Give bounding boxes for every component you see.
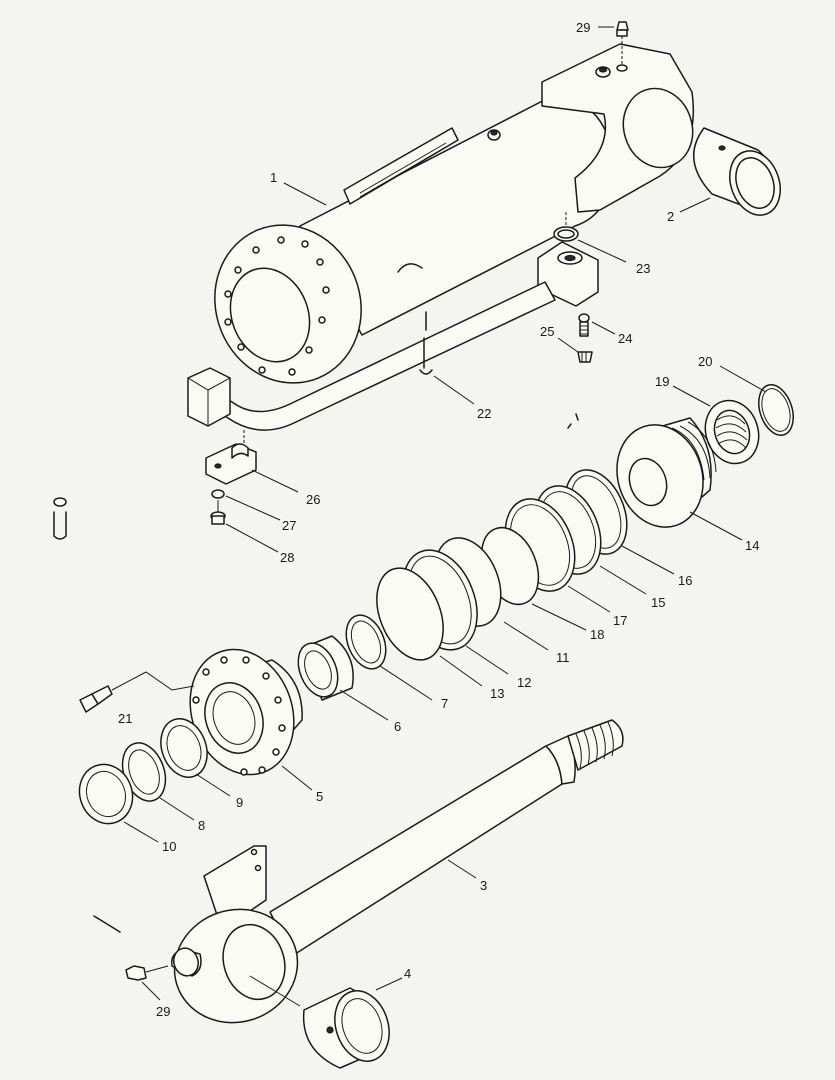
grease-nipple-top: [598, 21, 629, 72]
callout-15: 15: [651, 595, 665, 610]
clevis-bushing: [679, 127, 781, 216]
callout-labels: 29 1 2 23 24 25 22 20 19 26 27 28 14 16 …: [118, 20, 759, 1019]
callout-6: 6: [394, 719, 401, 734]
bolt-21: [79, 671, 195, 713]
callout-7: 7: [441, 696, 448, 711]
bolt-28: [210, 500, 279, 553]
callout-10: 10: [162, 839, 176, 854]
callout-2: 2: [667, 209, 674, 224]
pipe-clamp-26: [205, 430, 299, 493]
callout-17: 17: [613, 613, 627, 628]
callout-26: 26: [306, 492, 320, 507]
clip-25: [557, 337, 593, 363]
callout-20: 20: [698, 354, 712, 369]
callout-22: 22: [477, 406, 491, 421]
bolt-24: [578, 313, 616, 337]
callout-9: 9: [236, 795, 243, 810]
callout-28: 28: [280, 550, 294, 565]
o-ring-13: [376, 567, 483, 687]
callout-29-bottom: 29: [156, 1004, 170, 1019]
piston-14: [616, 417, 743, 541]
seal-9: [160, 718, 231, 797]
callout-8: 8: [198, 818, 205, 833]
rod-eye-bushing-4: [249, 975, 403, 1069]
callout-24: 24: [618, 331, 632, 346]
callout-27: 27: [282, 518, 296, 533]
wiper-10: [78, 763, 159, 843]
seal-7: [345, 614, 433, 701]
callout-1: 1: [270, 170, 277, 185]
snap-ring-20: [719, 365, 794, 436]
callout-12: 12: [517, 675, 531, 690]
gland-bolt-holes: [192, 656, 286, 776]
callout-16: 16: [678, 573, 692, 588]
callout-18: 18: [590, 627, 604, 642]
pipe-assembly: [187, 241, 599, 431]
o-ring-23: [553, 212, 627, 263]
callout-19: 19: [655, 374, 669, 389]
callout-14: 14: [745, 538, 759, 553]
callout-4: 4: [404, 966, 411, 981]
grease-nipple-bottom: [125, 965, 169, 1001]
washer-27: [211, 489, 281, 521]
gland-head-5: [189, 648, 313, 791]
detail-pin-icon: [53, 497, 67, 540]
cylinder-barrel: [214, 43, 695, 384]
callout-25: 25: [540, 324, 554, 339]
callout-5: 5: [316, 789, 323, 804]
piston-rod-3: [171, 719, 624, 1024]
callout-3: 3: [480, 878, 487, 893]
callout-21: 21: [118, 711, 132, 726]
callout-23: 23: [636, 261, 650, 276]
callout-13: 13: [490, 686, 504, 701]
flange-bolt-holes: [224, 236, 330, 376]
bushing-6: [297, 635, 389, 721]
callout-11: 11: [556, 650, 570, 665]
piston-nut-19: [672, 385, 760, 465]
callout-29-top: 29: [576, 20, 590, 35]
